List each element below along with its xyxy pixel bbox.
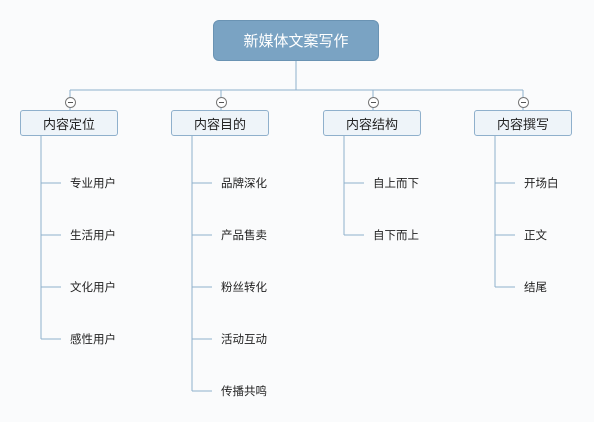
leaf-node[interactable]: 传播共鸣: [221, 384, 267, 398]
leaf-node[interactable]: 粉丝转化: [221, 280, 267, 294]
leaf-node[interactable]: 专业用户: [70, 176, 116, 190]
root-node[interactable]: 新媒体文案写作: [213, 20, 379, 61]
leaf-node[interactable]: 自上而下: [373, 176, 419, 190]
category-node[interactable]: 内容结构: [323, 110, 421, 136]
leaf-node[interactable]: 结尾: [524, 280, 547, 294]
leaf-node[interactable]: 产品售卖: [221, 228, 267, 242]
leaf-node[interactable]: 生活用户: [70, 228, 116, 242]
category-node-label: 内容结构: [345, 117, 398, 133]
category-node-label: 内容撰写: [496, 117, 549, 133]
collapse-toggle-icon[interactable]: [367, 97, 379, 108]
leaf-node[interactable]: 文化用户: [70, 280, 116, 294]
root-node-label: 新媒体文案写作: [243, 32, 349, 50]
collapse-toggle-icon[interactable]: [64, 97, 76, 108]
category-node[interactable]: 内容目的: [171, 110, 269, 136]
collapse-toggle-icon[interactable]: [517, 97, 529, 108]
category-node-label: 内容定位: [42, 117, 95, 133]
category-node-label: 内容目的: [193, 117, 246, 133]
leaf-node[interactable]: 正文: [524, 228, 547, 242]
category-node[interactable]: 内容撰写: [474, 110, 572, 136]
category-node[interactable]: 内容定位: [20, 110, 118, 136]
leaf-node[interactable]: 活动互动: [221, 332, 267, 346]
leaf-node[interactable]: 品牌深化: [221, 176, 267, 190]
collapse-toggle-icon[interactable]: [215, 97, 227, 108]
leaf-node[interactable]: 感性用户: [70, 332, 116, 346]
leaf-node[interactable]: 开场白: [524, 176, 559, 190]
leaf-node[interactable]: 自下而上: [373, 228, 419, 242]
